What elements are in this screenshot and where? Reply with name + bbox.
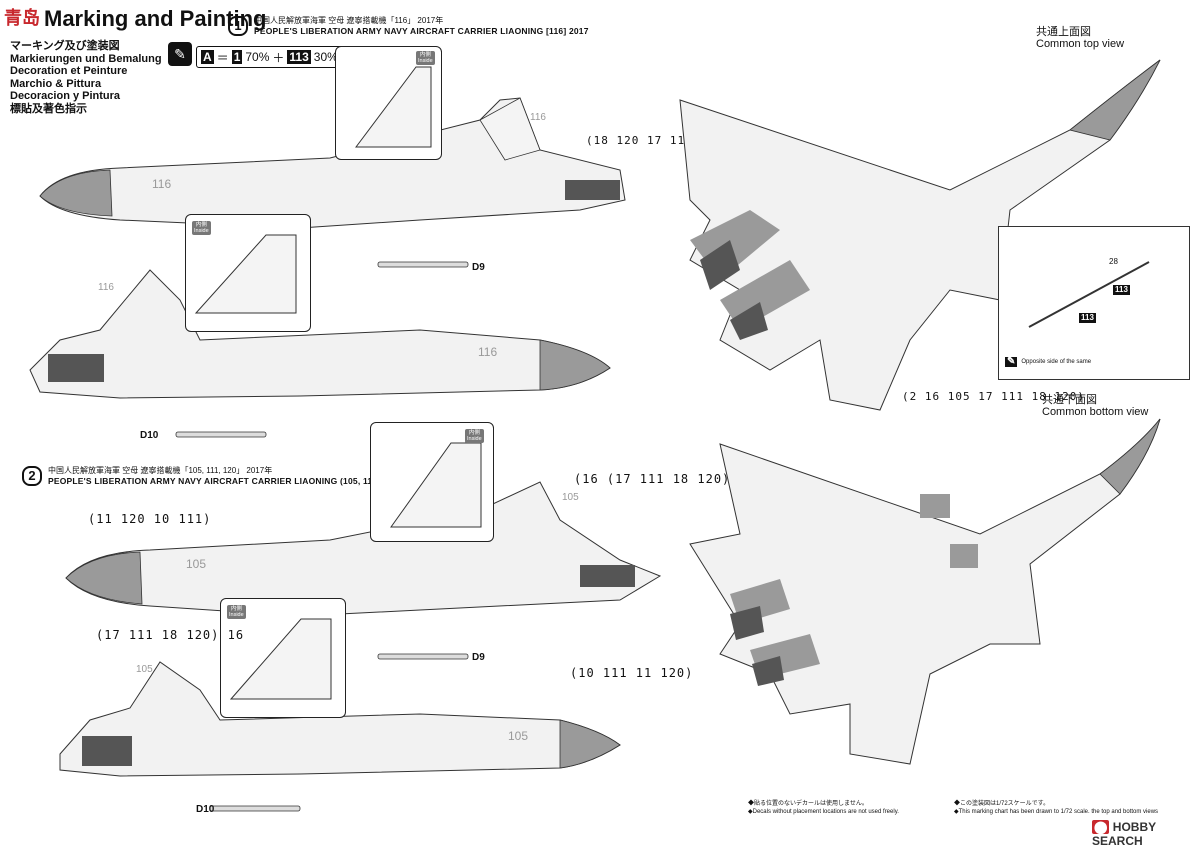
lang-de: Markierungen und Bemalung	[10, 52, 162, 65]
paint-brush-icon: ✎	[168, 42, 192, 66]
language-titles: マーキング及び塗装図 Markierungen und Bemalung Dec…	[10, 40, 162, 116]
mix-color-2: 113	[287, 50, 311, 64]
serial-callout-b: (17 111 18 120) 16	[96, 628, 245, 642]
tail-number-105-b: 105	[136, 664, 153, 675]
top-view-label: 共通上面図 Common top view	[1036, 26, 1124, 50]
section1-cn: 中国人民解放軍海軍 空母 遼寧搭載機「116」 2017年	[254, 16, 444, 25]
brush-small-icon: ✎	[1005, 356, 1018, 367]
serial-callout-a: (11 120 10 111)	[88, 512, 212, 526]
inside-en-1: Inside	[418, 58, 433, 64]
detail-inset-113-a: 113	[1113, 279, 1130, 297]
weapon-label-d9-2: D9	[472, 652, 485, 663]
side-views-drawing: 116 116 116 116 105 105 105 105	[29, 97, 662, 812]
lang-fr: Decoration et Peinture	[10, 65, 128, 78]
bottom-view-label: 共通下面図 Common bottom view	[1042, 394, 1148, 418]
detail-inset-113-a-text: 113	[1113, 285, 1130, 295]
aircraft-side-view-2: 116 116	[29, 269, 611, 399]
mix-plus: ＋	[272, 50, 285, 65]
footnote-left: ◆貼る位置のないデカールは使用しません。 ◆Decals without pla…	[748, 800, 899, 816]
watermark-badge: ⬤	[1092, 820, 1110, 834]
footnote-left-en: ◆Decals without placement locations are …	[748, 809, 899, 815]
weapon-label-d10-1: D10	[140, 430, 159, 441]
nose-number-116-b: 116	[478, 345, 497, 359]
section2-en: PEOPLE'S LIBERATION ARMY NAVY AIRCRAFT C…	[48, 476, 422, 486]
nose-number-105-b: 105	[508, 729, 528, 743]
nose-number-105-a: 105	[186, 557, 206, 571]
nose-number-116-a: 116	[152, 177, 171, 191]
inside-jp-3: 内側	[468, 430, 480, 436]
detail-inset-113-b: 113	[1079, 307, 1096, 325]
section1-header: 1 中国人民解放軍海軍 空母 遼寧搭載機「116」 2017年 PEOPLE'S…	[228, 16, 589, 36]
mix-eq: ＝	[216, 50, 229, 65]
footnote-right: ◆この塗装図は1/72スケールです。 ◆This marking chart h…	[954, 800, 1190, 816]
lang-it: Marchio & Pittura	[10, 77, 102, 90]
section2-cn: 中国人民解放軍海軍 空母 遼寧搭載機「105, 111, 120」 2017年	[48, 466, 273, 475]
mix-letter: A	[201, 50, 214, 64]
detail-inset-note: ✎ Opposite side of the same	[1005, 357, 1091, 367]
serial-callout-c: (16 (17 111 18 120)	[574, 472, 731, 486]
inside-en-3: Inside	[467, 436, 482, 442]
inside-jp-1: 内側	[419, 52, 431, 58]
serial-callout-d: (10 111 11 120)	[570, 666, 694, 680]
section2-number: 2	[22, 466, 42, 486]
missile-d10-2	[209, 805, 301, 812]
top-view-serial-bottom: (2 16 105 17 111 18 120)	[902, 390, 1085, 403]
top-view-drawing	[679, 59, 1161, 411]
section2-header: 2 中国人民解放軍海軍 空母 遼寧搭載機「105, 111, 120」 2017…	[22, 466, 422, 486]
top-view-jp: 共通上面図	[1036, 26, 1091, 38]
bottom-view-en: Common bottom view	[1042, 406, 1149, 418]
missile-d10-1	[175, 431, 267, 438]
color-mix-formula: A ＝ 1 70% ＋ 113 30%	[196, 46, 343, 68]
detail-inset: 28 113 113 ✎ Opposite side of the same	[998, 226, 1190, 380]
aircraft-side-view-1: 116 116	[39, 97, 626, 229]
detail-inset-note-text: Opposite side of the same	[1021, 359, 1092, 365]
footnote-left-jp: ◆貼る位置のないデカールは使用しません。	[748, 801, 868, 807]
lang-jp: マーキング及び塗装図	[10, 40, 120, 52]
weapon-label-d9-1: D9	[472, 262, 485, 273]
footnote-right-en: ◆This marking chart has been drawn to 1/…	[954, 809, 1159, 815]
lang-es: Decoracion y Pintura	[10, 90, 121, 103]
inside-jp-4: 内側	[230, 606, 242, 612]
tail-number-116-b: 116	[98, 282, 114, 293]
missile-d9-2	[377, 653, 469, 660]
mix-percent-2: 30%	[313, 50, 338, 64]
site-logo: 青岛	[4, 8, 40, 29]
aircraft-side-view-4: 105 105	[59, 661, 621, 777]
footnote-right-jp: ◆この塗装図は1/72スケールです。	[954, 801, 1050, 807]
detail-inset-113-b-text: 113	[1079, 313, 1096, 323]
tail-number-116-a: 116	[530, 112, 546, 123]
section1-number: 1	[228, 16, 248, 36]
detail-inset-28: 28	[1109, 257, 1118, 266]
bottom-view-jp: 共通下面図	[1042, 394, 1097, 406]
tail-number-105-a: 105	[562, 492, 579, 503]
aircraft-side-view-3: 105 105	[65, 481, 662, 617]
bottom-view-drawing	[689, 418, 1161, 765]
section1-en: PEOPLE'S LIBERATION ARMY NAVY AIRCRAFT C…	[254, 26, 589, 36]
weapon-label-d10-2: D10	[196, 804, 215, 815]
hobby-search-watermark: ⬤ HOBBY SEARCH	[1092, 820, 1200, 848]
inside-en-4: Inside	[229, 612, 244, 618]
inside-jp-2: 内側	[195, 222, 207, 228]
inside-en-2: Inside	[194, 228, 209, 234]
missile-d9-1	[377, 261, 469, 268]
lang-cn: 標貼及著色指示	[10, 102, 87, 115]
mix-color-1: 1	[231, 50, 243, 64]
mix-percent-1: 70%	[245, 50, 270, 64]
section1-caption: 中国人民解放軍海軍 空母 遼寧搭載機「116」 2017年 PEOPLE'S L…	[254, 16, 589, 36]
top-view-en: Common top view	[1036, 38, 1125, 50]
section2-caption: 中国人民解放軍海軍 空母 遼寧搭載機「105, 111, 120」 2017年 …	[48, 466, 422, 486]
